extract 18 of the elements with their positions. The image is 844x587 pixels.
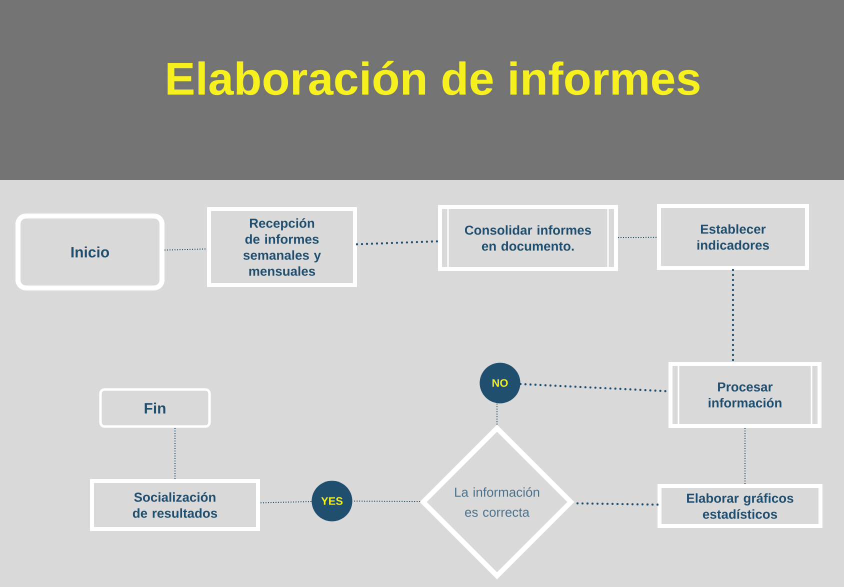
process-box: Consolidar informes en documento. (438, 205, 618, 271)
connector (174, 427, 176, 480)
connector (164, 248, 208, 251)
terminal-box: Inicio (16, 214, 164, 290)
connector (356, 240, 440, 246)
connector (496, 403, 498, 426)
process-box: Recepción de informes semanales y mensuales (207, 207, 357, 287)
process-box: Elaborar gráficos estadísticos (658, 484, 822, 528)
process-box: Procesar información (668, 362, 822, 428)
connector (352, 500, 421, 502)
process-box: Establecer indicadores (657, 204, 809, 270)
connector (260, 501, 312, 504)
title: Elaboración de informes (168, 60, 700, 96)
terminal-box: Fin (99, 388, 211, 428)
process-box: Socialización de resultados (90, 479, 260, 531)
connector (618, 236, 658, 238)
connector (744, 428, 746, 484)
connector (732, 268, 734, 364)
